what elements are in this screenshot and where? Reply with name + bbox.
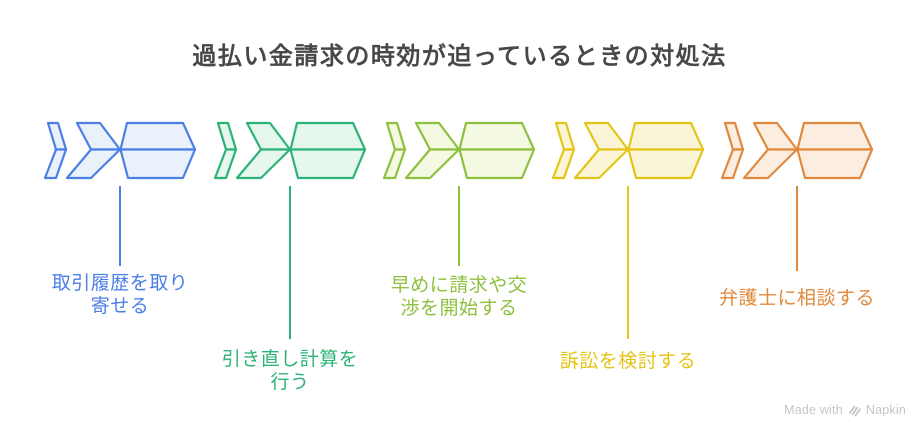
step-group-3 (382, 121, 536, 180)
step-group-4 (551, 121, 705, 180)
watermark-brand: Napkin (865, 403, 906, 417)
connector-line (458, 186, 460, 266)
watermark: Made with Napkin (784, 403, 906, 417)
step-group-5 (720, 121, 874, 180)
connector-line (796, 186, 798, 271)
chevron-arrows-icon (43, 121, 197, 180)
step-label-2: 引き直し計算を 行う (221, 349, 359, 393)
connector-line (119, 186, 121, 266)
step-label-5: 弁護士に相談する (718, 288, 875, 309)
chevron-arrows-icon (551, 121, 705, 180)
step-group-2 (213, 121, 367, 180)
watermark-prefix: Made with (784, 403, 843, 417)
napkin-logo-icon (848, 404, 861, 417)
chevron-arrows-icon (720, 121, 874, 180)
connector-line (627, 186, 629, 339)
chevron-arrows-icon (382, 121, 536, 180)
step-label-4: 訴訟を検討する (559, 351, 697, 372)
page-title: 過払い金請求の時効が迫っているときの対処法 (192, 43, 727, 70)
chevron-arrows-icon (213, 121, 367, 180)
step-label-1: 取引履歴を取り 寄せる (51, 273, 189, 317)
step-label-3: 早めに請求や交 渉を開始する (390, 275, 528, 319)
connector-line (289, 186, 291, 339)
step-group-1 (43, 121, 197, 180)
